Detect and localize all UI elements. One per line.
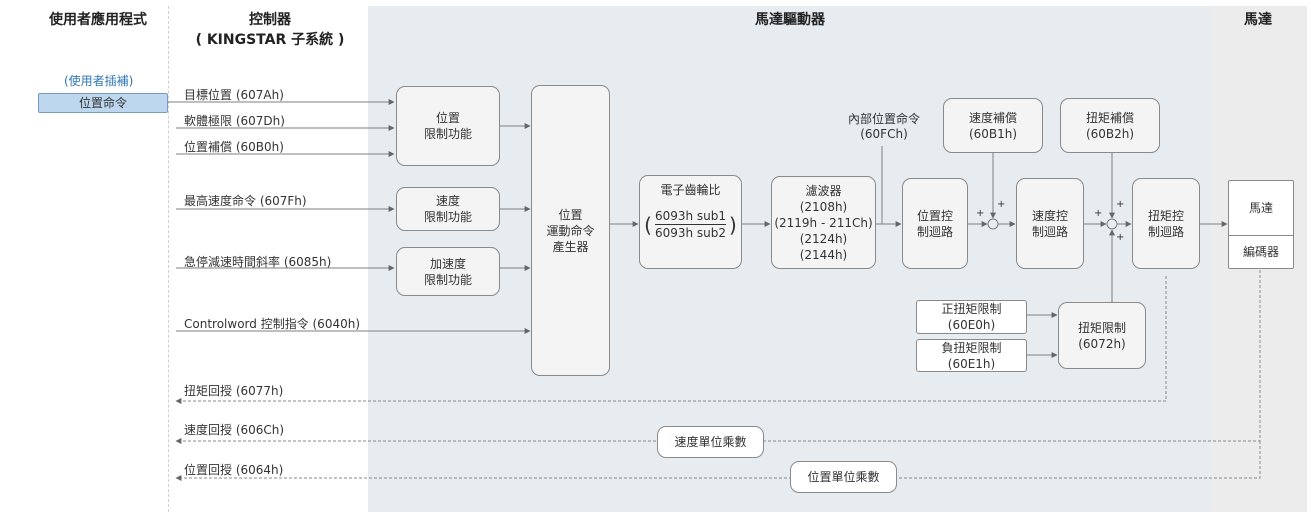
velocity-factor-block: 速度單位乘數 [657, 426, 764, 458]
internal-position-cmd-label: 內部位置命令(60FCh) [847, 112, 920, 141]
controller-header: 控制器 [249, 12, 291, 28]
sum2-plus-bottom: + [1116, 232, 1125, 243]
torque-feedback-label: 扭矩回授 (6077h) [184, 384, 284, 398]
torque-offset-block: 扭矩補償(60B2h) [1060, 98, 1160, 153]
velocity-loop-block: 速度控制迴路 [1016, 178, 1084, 269]
sw-limit-label: 軟體極限 (607Dh) [184, 114, 285, 128]
position-offset-label: 位置補償 (60B0h) [184, 140, 284, 154]
velocity-offset-block: 速度補償(60B1h) [943, 98, 1043, 153]
motor-header: 馬達 [1244, 12, 1272, 28]
gear-numerator: 6093h sub1 [654, 209, 727, 225]
target-position-label: 目標位置 (607Ah) [184, 88, 284, 102]
driver-header: 馬達驅動器 [755, 12, 825, 28]
trajectory-generator-block: 位置運動命令產生器 [531, 85, 610, 376]
torque-loop-block: 扭矩控制迴路 [1132, 178, 1200, 269]
user-app-column [22, 6, 169, 512]
max-velocity-label: 最高速度命令 (607Fh) [184, 194, 307, 208]
gear-denominator: 6093h sub2 [654, 226, 727, 240]
gear-ratio-block: 電子齒輪比 ( 6093h sub1 6093h sub2 ) [639, 175, 742, 269]
quickstop-label: 急停減速時間斜率 (6085h) [184, 255, 332, 269]
sum2-plus-left: + [1094, 208, 1103, 219]
velocity-limit-block: 速度限制功能 [396, 187, 500, 231]
gear-close-paren: ) [729, 212, 737, 237]
filter-block: 濾波器(2108h) (2119h - 211Ch)(2124h) (2144h… [771, 176, 876, 269]
pos-torque-limit-block: 正扭矩限制(60E0h) [916, 300, 1027, 334]
interp-label: (使用者插補) [64, 74, 134, 88]
position-factor-block: 位置單位乘數 [790, 461, 897, 493]
torque-feedback-line [175, 276, 1167, 404]
accel-limit-block: 加速度限制功能 [396, 247, 500, 296]
gear-open-paren: ( [644, 212, 652, 237]
sum1-plus-top: + [997, 199, 1006, 210]
position-command-box[interactable]: 位置命令 [38, 93, 168, 113]
gear-ratio-title: 電子齒輪比 [660, 183, 721, 197]
torque-limit-block: 扭矩限制(6072h) [1058, 302, 1146, 369]
controller-subheader: ( KINGSTAR 子系統 ) [195, 32, 345, 48]
position-feedback-line [175, 441, 1261, 481]
position-command-label: 位置命令 [78, 96, 127, 110]
encoder-block: 編碼器 [1228, 235, 1294, 269]
position-feedback-label: 位置回授 (6064h) [184, 463, 284, 477]
velocity-feedback-label: 速度回授 (606Ch) [184, 423, 285, 437]
sum1-plus-left: + [976, 208, 985, 219]
position-limit-block: 位置限制功能 [396, 86, 500, 166]
motor-block: 馬達 [1228, 180, 1294, 236]
sum2-plus-top: + [1116, 199, 1125, 210]
user-app-header: 使用者應用程式 [49, 12, 147, 28]
position-loop-block: 位置控制迴路 [902, 178, 968, 269]
neg-torque-limit-block: 負扭矩限制(60E1h) [916, 339, 1027, 372]
controlword-label: Controlword 控制指令 (6040h) [184, 317, 361, 331]
